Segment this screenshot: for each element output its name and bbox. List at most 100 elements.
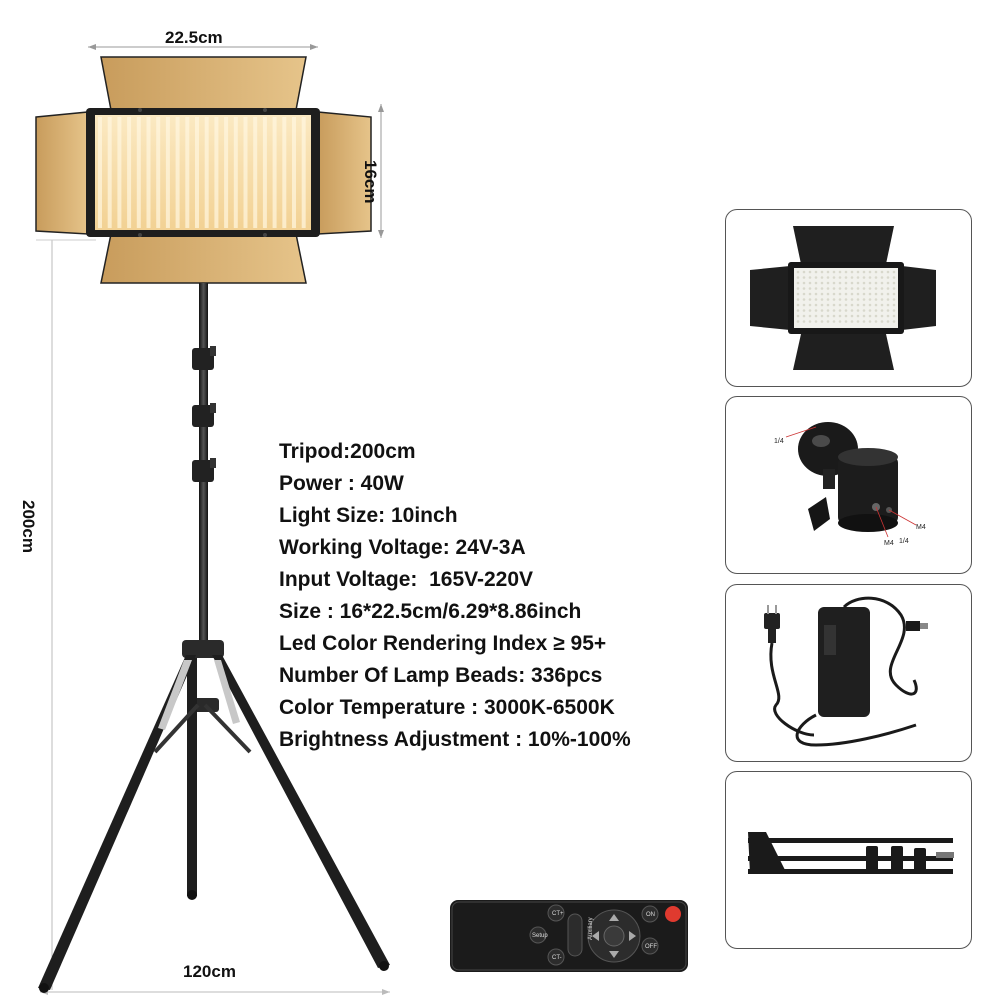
ball-head-label-m4-left: M4 xyxy=(884,540,894,547)
led-bead xyxy=(892,298,896,301)
led-bead xyxy=(880,309,884,312)
led-bead xyxy=(826,314,830,318)
led-bead xyxy=(826,292,830,296)
led-bead xyxy=(796,276,800,279)
led-bead xyxy=(832,298,836,301)
led-bead xyxy=(820,320,824,323)
led-stripe xyxy=(185,117,190,228)
base-label: 120cm xyxy=(183,962,236,981)
led-bead xyxy=(838,320,842,323)
led-bead xyxy=(868,303,872,307)
led-bead xyxy=(820,303,824,307)
led-bead xyxy=(838,281,842,285)
led-bead xyxy=(850,276,854,279)
led-bead xyxy=(868,292,872,296)
led-bead xyxy=(844,270,848,274)
led-bead xyxy=(844,314,848,318)
led-bead xyxy=(874,287,878,290)
led-bead xyxy=(814,270,818,274)
led-bead xyxy=(808,292,812,296)
accessory-card-folded-tripod xyxy=(725,771,972,949)
led-bead xyxy=(802,276,806,279)
spec-item: Size : 16*22.5cm/6.29*8.86inch xyxy=(279,600,582,623)
led-bead xyxy=(850,287,854,290)
led-bead xyxy=(820,298,824,301)
led-bead xyxy=(808,320,812,323)
led-bead xyxy=(880,281,884,285)
width-dimension xyxy=(88,44,318,50)
led-bead xyxy=(850,314,854,318)
led-bead xyxy=(886,292,890,296)
led-stripe xyxy=(292,117,296,228)
led-bead xyxy=(844,298,848,301)
base-dimension xyxy=(40,989,390,995)
led-bead xyxy=(844,309,848,312)
ball-head-label-m4-right: M4 xyxy=(916,524,926,531)
led-bead xyxy=(814,320,818,323)
led-bead xyxy=(862,309,866,312)
ball-head-thumbnail: 1/4 M4 1/4 M4 xyxy=(774,422,926,547)
led-bead xyxy=(796,281,800,285)
led-bead xyxy=(814,309,818,312)
led-stripe xyxy=(253,117,258,228)
led-bead xyxy=(832,320,836,323)
led-bead xyxy=(796,270,800,274)
led-bead xyxy=(874,292,878,296)
led-bead xyxy=(892,292,896,296)
led-bead xyxy=(886,281,890,285)
led-bead xyxy=(862,287,866,290)
led-bead xyxy=(874,303,878,307)
led-bead xyxy=(808,314,812,318)
led-bead xyxy=(868,298,872,301)
led-bead xyxy=(892,314,896,318)
spec-list: Tripod:200cm Power : 40W Light Size: 10i… xyxy=(279,436,631,756)
led-bead xyxy=(832,287,836,290)
led-stripe xyxy=(262,117,267,228)
led-bead xyxy=(832,314,836,318)
led-bead xyxy=(838,298,842,301)
led-bead xyxy=(826,303,830,307)
led-bead xyxy=(832,270,836,274)
led-stripe xyxy=(165,117,170,228)
led-bead xyxy=(850,298,854,301)
led-bead xyxy=(844,320,848,323)
spec-item: Input Voltage: 165V-220V xyxy=(279,568,534,591)
led-bead xyxy=(832,309,836,312)
led-bead xyxy=(874,276,878,279)
led-bead xyxy=(856,292,860,296)
led-bead xyxy=(844,276,848,279)
spec-item: Number Of Lamp Beads: 336pcs xyxy=(279,664,603,687)
remote-label-on: ON xyxy=(646,912,655,918)
led-bead xyxy=(814,276,818,279)
led-bead xyxy=(880,314,884,318)
led-bead xyxy=(856,314,860,318)
spec-item: Power : 40W xyxy=(279,472,404,495)
led-stripe xyxy=(214,117,219,228)
led-bead xyxy=(856,287,860,290)
led-bead xyxy=(832,292,836,296)
led-bead xyxy=(892,309,896,312)
led-bead xyxy=(796,292,800,296)
led-bead xyxy=(892,281,896,285)
led-bead xyxy=(868,270,872,274)
led-bead xyxy=(796,314,800,318)
led-bead xyxy=(886,314,890,318)
led-bead xyxy=(802,292,806,296)
spec-item: Color Temperature : 3000K-6500K xyxy=(279,696,615,719)
tripod-height-dimension xyxy=(36,239,96,990)
led-bead xyxy=(802,281,806,285)
led-bead xyxy=(868,281,872,285)
led-bead xyxy=(826,281,830,285)
led-bead xyxy=(886,303,890,307)
led-bead xyxy=(850,292,854,296)
led-bead xyxy=(808,270,812,274)
led-bead xyxy=(844,281,848,285)
led-bead xyxy=(886,287,890,290)
led-bead xyxy=(874,314,878,318)
led-bead xyxy=(808,303,812,307)
power-adapter-thumbnail xyxy=(764,596,928,747)
led-bead xyxy=(880,287,884,290)
led-bead xyxy=(844,292,848,296)
led-bead xyxy=(886,309,890,312)
led-bead xyxy=(892,276,896,279)
